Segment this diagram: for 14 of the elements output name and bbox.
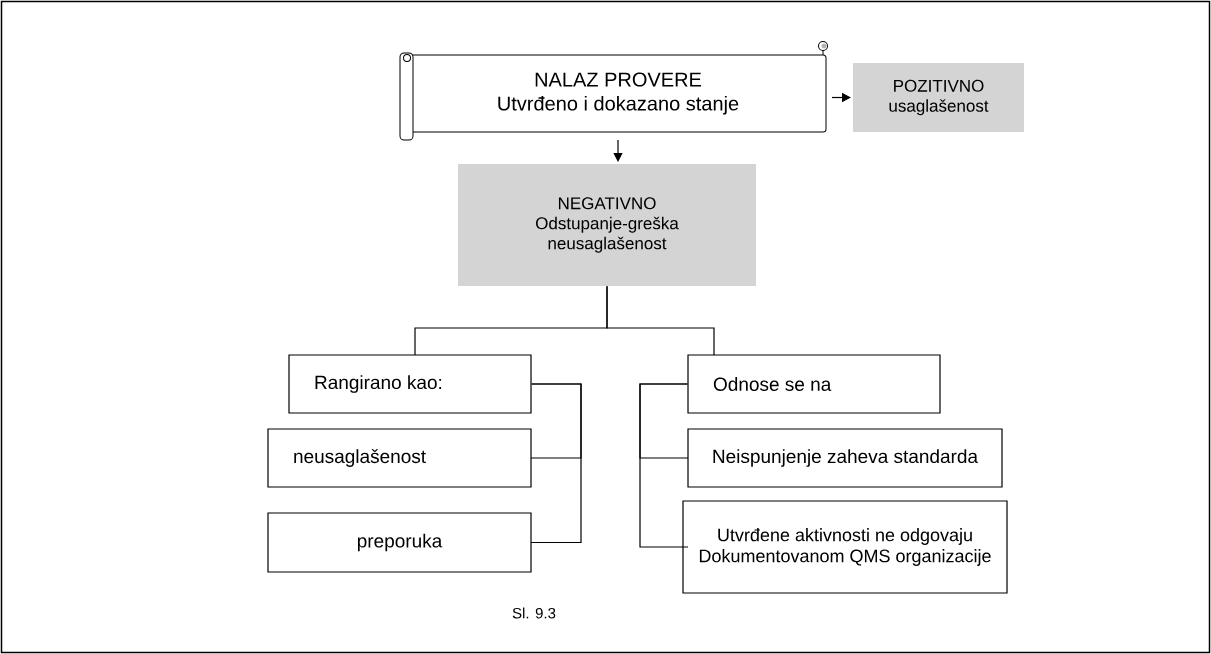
text-box: Odnose se na	[687, 354, 941, 414]
connector-line	[530, 383, 582, 544]
scroll-box: NALAZ PROVERE Utvrđeno i dokazano stanje	[399, 41, 828, 141]
connector-line	[606, 285, 715, 356]
text-box: neusaglašenost	[267, 428, 532, 488]
shaded-box: POZITIVNO usaglašenost	[853, 63, 1024, 132]
caption: Sl. 9.3	[512, 607, 556, 619]
shaded-box: NEGATIVNO Odstupanje-greška neusaglašenost	[458, 164, 756, 286]
text-box: Utvrđene aktivnosti ne odgovaju Dokumentovanom QMS organizacije	[682, 500, 1008, 594]
arrow	[613, 139, 623, 162]
connector-line	[639, 383, 689, 548]
text-box: preporuka	[267, 512, 532, 573]
text-box: Rangirano kao:	[288, 354, 532, 414]
text-box: Neispunjenje zaheva standarda	[687, 428, 1003, 488]
